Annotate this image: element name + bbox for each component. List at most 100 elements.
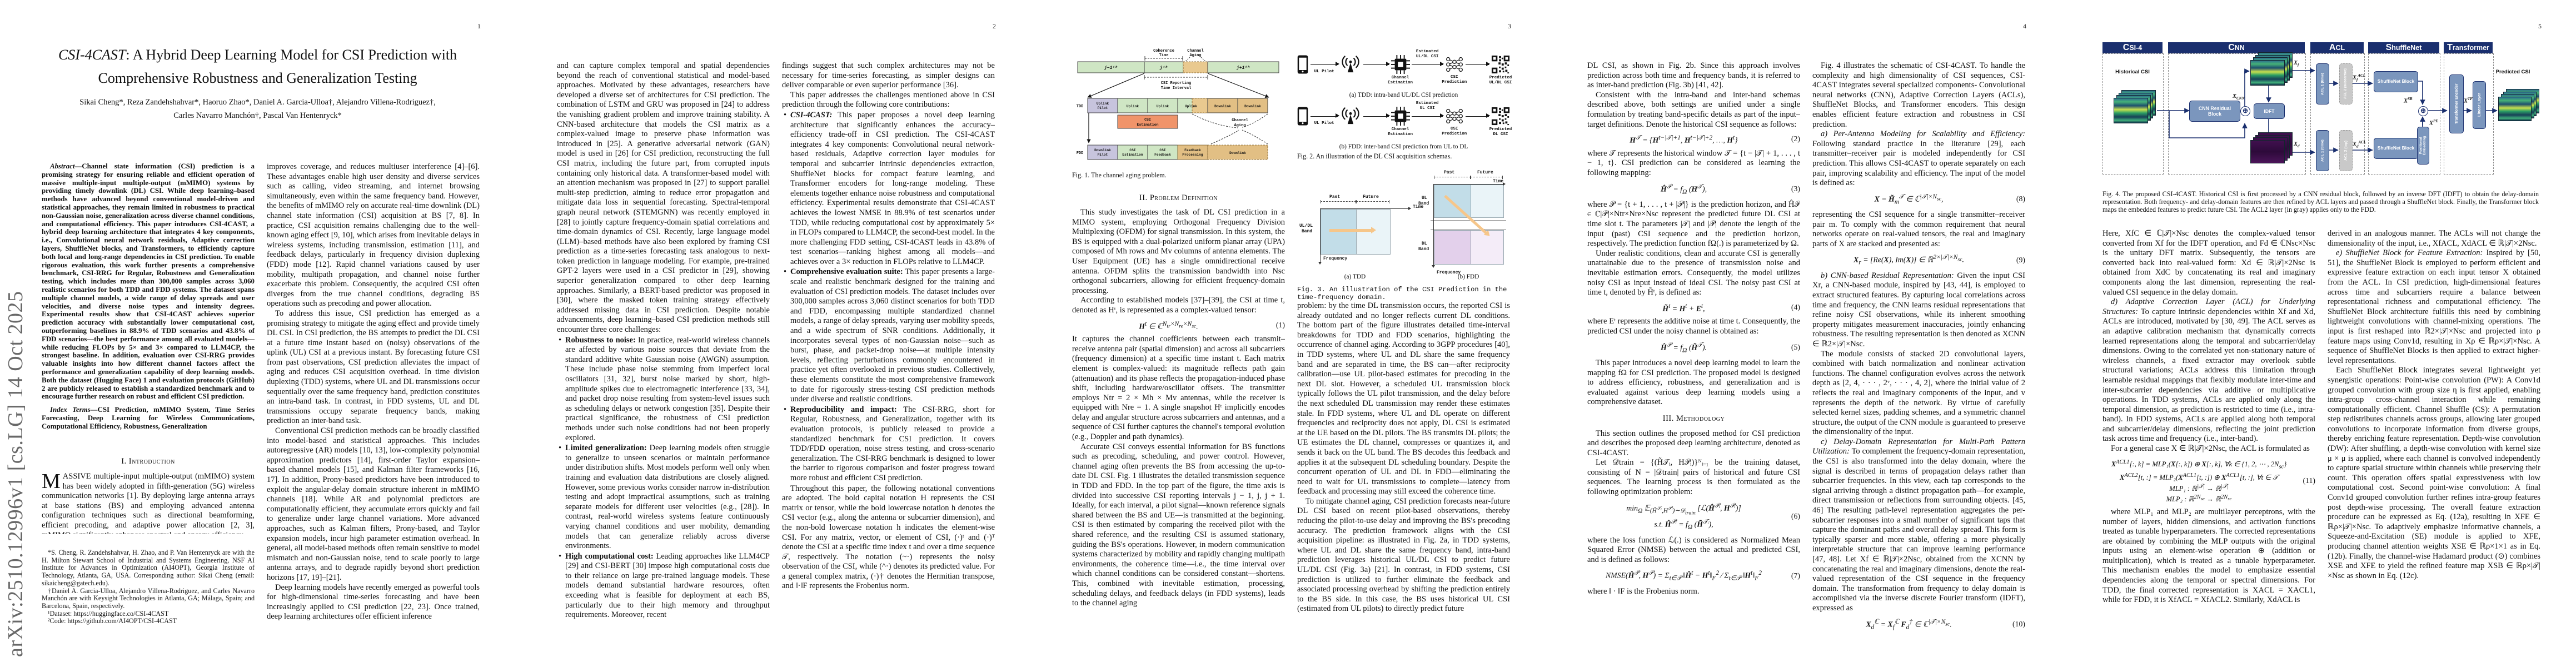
predicted-csi-heatmap	[2498, 89, 2539, 121]
equation-body: NMSE(Ĥ𝒫, H𝒫) = Σt∈𝒫 ‖Ĥt − Ht‖F2 ∕ Σt∈𝒫 ‖…	[1605, 570, 1762, 582]
equation-number: (9)	[2016, 256, 2025, 265]
csi-prediction-label2: Prediction	[1442, 79, 1467, 84]
fdd-dl-past-region	[1434, 230, 1472, 265]
dl-band-label2: Band	[1418, 247, 1429, 252]
abstract-paragraph: Abstract—Channel state information (CSI)…	[42, 162, 255, 401]
contribution-text: The CSI-RRG, short for Regular, Robustne…	[790, 405, 995, 482]
phone-icon	[1297, 106, 1308, 126]
challenge-item-generalization: •Limited generalization: Deep learning m…	[557, 444, 770, 551]
body-paragraph: This paper introduces a novel deep learn…	[1587, 358, 1800, 407]
body-paragraph: problem: by the time DL transmission occ…	[1297, 301, 1510, 496]
time-axis	[1434, 182, 1506, 186]
body-paragraph: representing the CSI sequence for a sing…	[1812, 210, 2025, 248]
equation-number: (4)	[1791, 303, 1800, 312]
footnote-code-link[interactable]: ²Code: https://github.com/AI4OPT/CSI-4CA…	[48, 617, 177, 625]
csi-prediction-label2: Prediction	[1442, 131, 1467, 136]
body-paragraph: improves coverage, and reduces multiuser…	[267, 162, 480, 308]
equation-number: (8)	[2016, 195, 2025, 203]
page-number: 3	[1508, 22, 1511, 30]
tdd-box-label: Uplink	[1185, 104, 1198, 108]
historical-csi-heatmap	[2114, 90, 2156, 123]
figure-3-time-frequency: Past Future Time Frequency UL/DL Band (a…	[1297, 170, 1510, 301]
subsection-e-lead: e) ShuffleNet Block for Feature Extracti…	[2336, 248, 2483, 258]
body-paragraph: This study investigates the task of DL C…	[1072, 208, 1285, 295]
csi-estimation-label2: Estimation	[1137, 123, 1158, 127]
equation-body: Ĥ𝒫 = fΩ (H̃𝒯).	[1660, 341, 1707, 354]
page2-column1: and can capture complex temporal and spa…	[557, 61, 770, 631]
panel-header-csi4: CSI-4	[2102, 42, 2163, 53]
acl1-time-block: ACL 1 (time)	[2316, 130, 2329, 171]
body-paragraph: d) Adaptive Correction Layer (ACL) for U…	[2102, 297, 2315, 444]
body-paragraph: For a general case X ∈ ℝ|𝒯|×2Nsc, the AC…	[2111, 444, 2310, 454]
challenge-label: Robustness to noise:	[565, 335, 636, 345]
section-heading-methodology: III. Methodology	[1662, 414, 1725, 423]
channel-aging-mid-label2: Aging	[1234, 123, 1245, 128]
figure-1-channel-aging: Coherence Time Channel Aging j−1ᵗʰ jᵗʰ j…	[1072, 47, 1285, 179]
section-heading-problem: II. Problem Definition	[1072, 193, 1285, 207]
index-terms: Index Terms—CSI Prediction, mMIMO System…	[42, 406, 255, 430]
fdd-box-label: Downlink	[1229, 151, 1246, 155]
page-number: 4	[2023, 22, 2026, 30]
subsection-d-text: To capture intrinsic dependencies within…	[2102, 307, 2315, 444]
dl-band-label: DL	[1422, 241, 1427, 246]
body-paragraph: This section outlines the proposed metho…	[1587, 429, 1800, 457]
uldl-band-label: UL/DL	[1299, 223, 1313, 228]
equation-6: minΩ 𝔼(H̃𝒯ᵢ,H𝒫ᵢ)∼𝒟train [ℒ(Ĥ𝒫ᵢ, H𝒫ᵢ)]s.t…	[1587, 501, 1800, 532]
tdd-box-label: Uplink	[1157, 104, 1169, 108]
footnote-dataset-link[interactable]: ¹Dataset: https://huggingface.co/CSI-4CA…	[48, 609, 169, 618]
fdd-box-label: Feedback	[1154, 153, 1171, 157]
bullet-marker: •	[559, 444, 562, 453]
panel-acl	[2310, 53, 2365, 175]
channel-estimation-label: Channel	[1391, 76, 1409, 80]
author-list: Sikai Cheng*, Reza Zandehshahvar*, Haoru…	[39, 96, 476, 122]
authors-line2: Carles Navarro Manchón†, Pascal Van Hent…	[173, 111, 342, 120]
transformer-encoder-block: Transformer Encoder	[2449, 74, 2464, 133]
time-label: Time	[1493, 179, 1504, 184]
bullet-marker: •	[784, 110, 787, 120]
fdd-box-label: CSI	[1129, 148, 1135, 152]
abstract-text: Channel state information (CSI) predicti…	[42, 162, 255, 401]
footnote-affiliation-2: †Daniel A. Garcia-Ulloa, Alejandro Ville…	[42, 586, 255, 610]
predicted-csi-label2: DL CSI	[1493, 132, 1508, 137]
sum-node: ⊕	[2240, 106, 2250, 116]
figure-4-architecture: CSI-4 CNN ACL ShuffleNet Transformer	[2102, 42, 2539, 187]
sum-node: ⊕	[2418, 106, 2428, 116]
fdd-box-label: Downlink	[1094, 148, 1111, 152]
csi-prediction-label: CSI	[1450, 75, 1458, 79]
section-heading-text: II. Problem Definition	[1139, 193, 1218, 202]
figure-1-caption: Fig. 1. The channel aging problem.	[1072, 171, 1167, 179]
reporting-interval-label: CSI Reporting	[1161, 81, 1192, 86]
fdd-ul-future-region	[1471, 185, 1504, 218]
xd-label: Xd	[2294, 141, 2300, 149]
page-number: 2	[993, 22, 996, 30]
footnote-affiliation-1: *S. Cheng, R. Zandehshahvar, H. Zhao, an…	[42, 549, 255, 587]
paper-title: CSI-4CAST: A Hybrid Deep Learning Model …	[39, 43, 476, 90]
body-paragraph: Throughout this paper, the following not…	[782, 484, 995, 591]
body-paragraph: Accurate CSI conveys essential informati…	[1072, 442, 1285, 608]
panel-cnn	[2168, 53, 2306, 175]
past-label: Past	[1444, 170, 1455, 175]
authors-line1: Sikai Cheng*, Reza Zandehshahvar*, Haoru…	[79, 98, 436, 107]
interval-next-label: j+1ᵗʰ	[1236, 66, 1250, 71]
arrow-ul-pilot: UL Pilot	[1310, 113, 1339, 126]
equation-5: Ĥ𝒫 = fΩ (H̃𝒯).(5)	[1587, 341, 1800, 355]
time-label: Time	[1413, 205, 1424, 210]
prediction-arrow-tdd	[1329, 227, 1376, 233]
body-paragraph: e) ShuffleNet Block for Feature Extracti…	[2328, 248, 2540, 366]
xd-acl-label: XdACL	[2353, 140, 2366, 149]
equation-11: XACL1[:, k] = MLP₁(X[:, k]) ⊕ X[:, k], ∀…	[2102, 458, 2315, 504]
index-terms-label: Index Terms—	[50, 406, 98, 414]
body-paragraph: Deep learning models have recently emerg…	[267, 583, 480, 621]
equation-1: Ht ∈ ℂNtr×Nre×Nsc.(1)	[1072, 320, 1285, 331]
equation-body: H𝒯 = {Ht−|𝒯|+1, Ht−|𝒯|+2, …, Ht}	[1630, 135, 1738, 145]
shufflenet-block-bottom: ShuffleNet Block	[2374, 138, 2418, 159]
contribution-label: Reproducibility and impact:	[790, 405, 897, 414]
body-paragraph: It captures the channel coefficients bet…	[1072, 335, 1285, 442]
body-paragraph: where Eᵗ represents the additive noise a…	[1587, 317, 1800, 336]
